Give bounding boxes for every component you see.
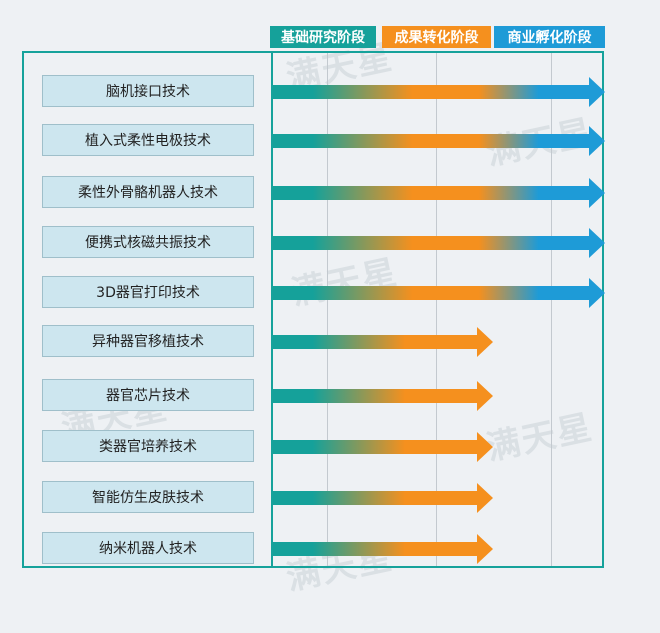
technology-label: 脑机接口技术: [42, 75, 254, 107]
technology-label: 植入式柔性电极技术: [42, 124, 254, 156]
stage-header-commercial-incubation: 商业孵化阶段: [494, 26, 605, 48]
stage-progress-arrow: [273, 228, 605, 258]
arrow-shape: [273, 327, 493, 357]
technology-label: 器官芯片技术: [42, 379, 254, 411]
technology-label: 异种器官移植技术: [42, 325, 254, 357]
technology-label: 3D器官打印技术: [42, 276, 254, 308]
arrow-shape: [273, 432, 493, 462]
arrow-shape: [273, 77, 605, 107]
stage-progress-arrow: [273, 77, 605, 107]
stage-progress-arrow: [273, 483, 493, 513]
technology-label: 纳米机器人技术: [42, 532, 254, 564]
arrow-shape: [273, 483, 493, 513]
stage-progress-arrow: [273, 126, 605, 156]
gridline: [551, 53, 552, 566]
stage-progress-arrow: [273, 381, 493, 411]
technology-label: 类器官培养技术: [42, 430, 254, 462]
arrow-shape: [273, 228, 605, 258]
technology-label: 智能仿生皮肤技术: [42, 481, 254, 513]
arrow-shape: [273, 126, 605, 156]
arrow-shape: [273, 278, 605, 308]
gridline: [327, 53, 328, 566]
technology-label: 柔性外骨骼机器人技术: [42, 176, 254, 208]
stage-header-basic-research: 基础研究阶段: [270, 26, 376, 48]
arrow-shape: [273, 381, 493, 411]
stage-header-transformation: 成果转化阶段: [382, 26, 491, 48]
stage-progress-arrow: [273, 178, 605, 208]
arrow-shape: [273, 534, 493, 564]
diagram-frame: [22, 51, 604, 568]
stage-progress-arrow: [273, 278, 605, 308]
stage-progress-arrow: [273, 327, 493, 357]
stage-progress-arrow: [273, 534, 493, 564]
stage-progress-arrow: [273, 432, 493, 462]
technology-label: 便携式核磁共振技术: [42, 226, 254, 258]
gridline: [436, 53, 437, 566]
arrow-shape: [273, 178, 605, 208]
column-divider: [271, 51, 273, 568]
